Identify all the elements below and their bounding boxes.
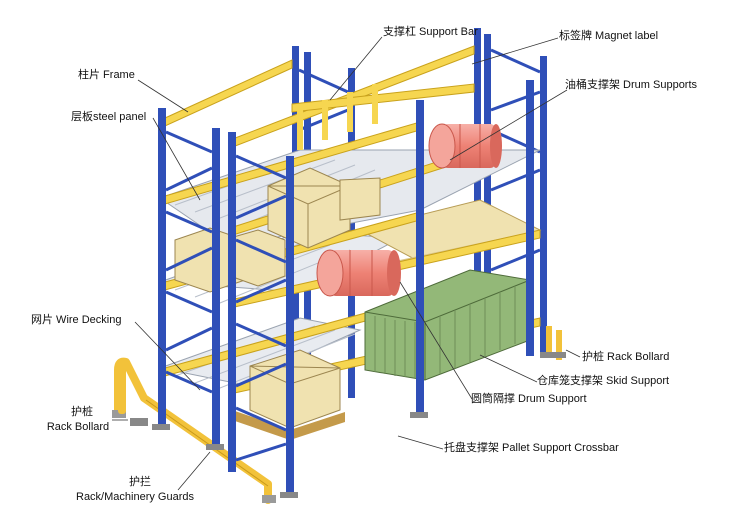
label-steel-panel: 层板steel panel [71, 111, 147, 123]
label-guards-cn: 护拦 [129, 476, 151, 488]
label-rack-bollard-left-en: Rack Bollard [46, 421, 110, 433]
label-drum-support: 圆筒隔撑 Drum Support [471, 393, 587, 405]
label-wire-decking: 网片 Wire Decking [31, 314, 122, 326]
drums [316, 123, 502, 297]
leader-lines [112, 36, 581, 491]
front-uprights [152, 80, 534, 498]
label-guards-en: Rack/Machinery Guards [76, 491, 194, 503]
label-rack-bollard-right: 护桩 Rack Bollard [582, 351, 670, 363]
label-support-bar: 支撑杠 Support Bar [383, 26, 478, 38]
label-rack-bollard-left-cn: 护桩 [71, 406, 93, 418]
rack-bollards [118, 326, 566, 426]
label-magnet-label: 标签牌 Magnet label [559, 30, 659, 42]
label-frame: 柱片 Frame [78, 69, 135, 81]
label-drum-supports: 油桶支撑架 Drum Supports [565, 79, 698, 91]
label-pallet-support: 托盘支撑架 Pallet Support Crossbar [444, 442, 619, 454]
label-skid-support: 仓库笼支撑架 Skid Support [537, 375, 670, 387]
skid-cage [364, 269, 531, 381]
